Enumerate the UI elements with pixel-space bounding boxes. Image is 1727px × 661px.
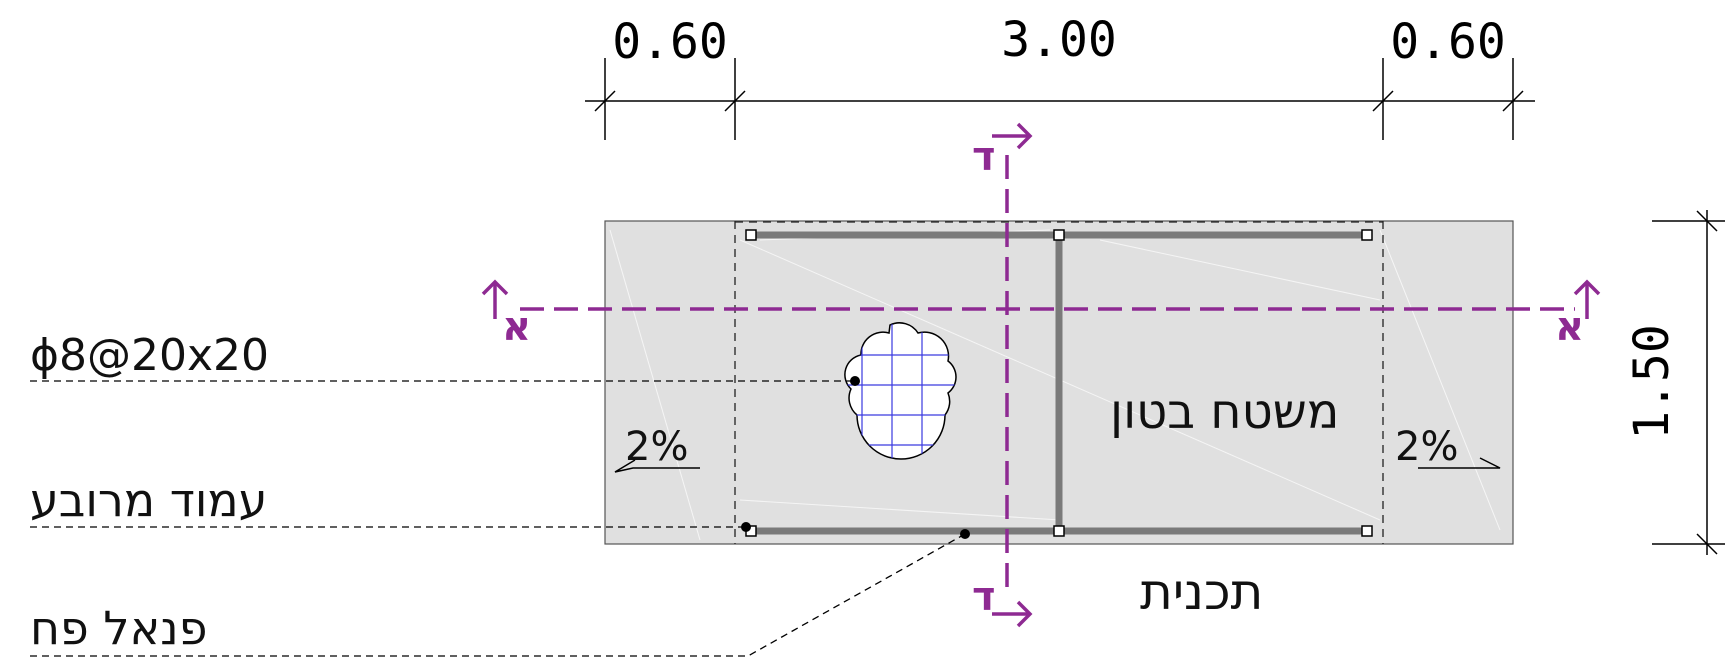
leader-dot <box>741 522 751 532</box>
column-square <box>1053 525 1065 537</box>
column-square <box>745 229 757 241</box>
section-arrow-head <box>1016 122 1033 150</box>
label-plan-title: תכנית <box>1140 563 1263 621</box>
leader-dot <box>850 376 860 386</box>
hatch-line <box>609 229 701 541</box>
tick-mark <box>724 90 746 112</box>
section-mark-top: ד <box>972 134 996 180</box>
hatch-line <box>1379 229 1501 531</box>
top-dimension-chain <box>585 58 1535 140</box>
label-column: עמוד מרובע <box>30 473 267 527</box>
leader-dots <box>741 376 970 539</box>
hatch-line <box>1099 239 1381 301</box>
dimension-top-right: 0.60 <box>1390 14 1506 70</box>
slab-dashed-lines <box>734 221 1384 544</box>
section-line-vertical <box>992 122 1033 628</box>
label-rebar: ϕ8@20x20 <box>30 330 269 381</box>
column-square <box>1361 229 1373 241</box>
section-line-horizontal <box>481 279 1601 319</box>
section-arrow-head <box>1016 600 1033 628</box>
right-dimension <box>1652 210 1725 555</box>
label-panel: פנאל פח <box>30 601 207 655</box>
slope-right: 2% <box>1395 424 1458 470</box>
label-concrete-area: משטח בטון <box>1110 384 1339 440</box>
dimension-right-vertical: 1.50 <box>1624 324 1680 440</box>
dimension-top-middle: 3.00 <box>1001 12 1117 68</box>
column-square <box>1053 229 1065 241</box>
leader-dot <box>960 529 970 539</box>
section-arrow-head <box>481 279 509 296</box>
slope-arrow-right <box>1418 457 1501 469</box>
section-arrow-head <box>1573 279 1601 296</box>
column-square <box>1361 525 1373 537</box>
tick-mark <box>1502 90 1524 112</box>
tick-mark <box>1696 533 1718 555</box>
slope-left: 2% <box>625 424 688 470</box>
leader-lines <box>30 380 966 657</box>
slope-arrow-left <box>614 459 700 473</box>
section-mark-bottom: ד <box>972 574 996 620</box>
section-mark-right: א <box>1555 304 1584 350</box>
columns <box>745 229 1373 537</box>
dimension-top-left: 0.60 <box>612 14 728 70</box>
tick-mark <box>594 90 616 112</box>
tick-mark <box>1372 90 1394 112</box>
tick-mark <box>1696 210 1718 232</box>
section-mark-left: א <box>502 304 531 350</box>
